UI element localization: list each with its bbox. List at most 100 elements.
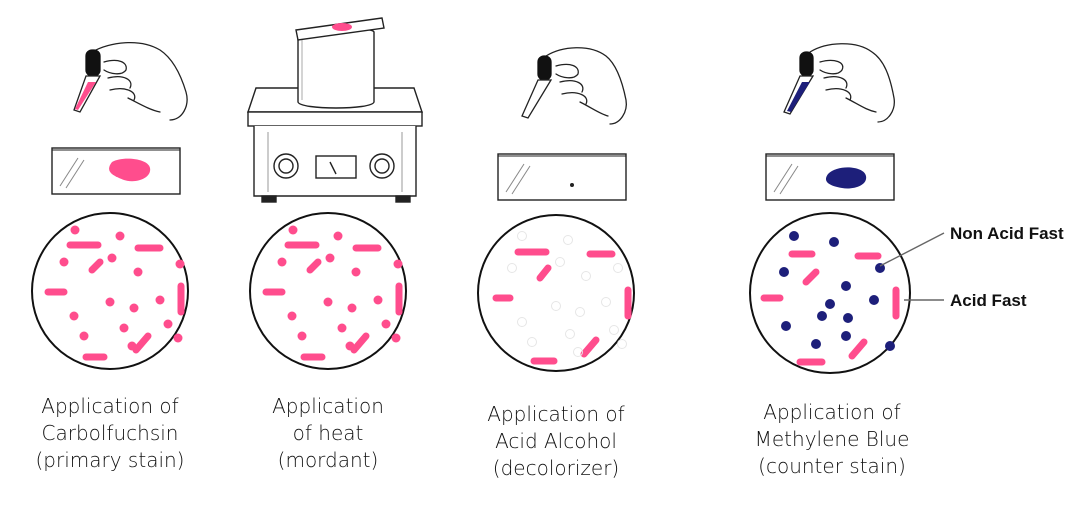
coccus — [163, 319, 173, 329]
coccus — [885, 341, 895, 351]
coccus — [829, 237, 839, 247]
hand-dropper-pink — [73, 41, 188, 121]
decolorized-coccus — [613, 263, 623, 273]
caption-step-2: Application of heat (mordant) — [256, 393, 400, 474]
coccus — [107, 253, 117, 263]
pointer-non-acid-fast — [879, 232, 945, 267]
coccus — [287, 311, 297, 321]
bacillus-rod — [536, 264, 552, 282]
hot-plate — [247, 17, 423, 203]
decolorized-coccus — [517, 317, 527, 327]
coccus — [825, 299, 835, 309]
dropper-liquid-pink — [75, 82, 96, 110]
decolorized-coccus — [517, 231, 527, 241]
coccus — [69, 311, 79, 321]
coccus — [841, 281, 851, 291]
coccus — [129, 303, 139, 313]
decolorized-coccus — [565, 329, 575, 339]
hand-dropper-blue — [783, 43, 895, 123]
caption-line: of heat — [292, 421, 364, 445]
coccus — [297, 331, 307, 341]
coccus — [841, 331, 851, 341]
coccus — [79, 331, 89, 341]
decolorized-coccus — [563, 235, 573, 245]
decolorized-coccus — [555, 257, 565, 267]
coccus — [288, 225, 298, 235]
caption-line: Application of — [763, 400, 901, 424]
decolorized-coccus — [527, 337, 537, 347]
coccus — [155, 295, 165, 305]
microscope-view-3 — [477, 214, 635, 372]
caption-step-4: Application of Methylene Blue (counter s… — [744, 399, 920, 480]
decolorized-coccus — [573, 347, 583, 357]
coccus — [175, 259, 185, 269]
slide-3 — [497, 153, 627, 201]
coccus — [869, 295, 879, 305]
coccus — [59, 257, 69, 267]
caption-line: Carbolfuchsin — [41, 421, 179, 445]
decolorized-coccus — [507, 263, 517, 273]
coccus — [127, 341, 137, 351]
caption-line: Application — [272, 394, 384, 418]
caption-line: (decolorizer) — [492, 456, 620, 480]
bacillus-rod — [848, 338, 868, 360]
caption-line: Acid Alcohol — [495, 429, 617, 453]
coccus — [277, 257, 287, 267]
microscope-view-4 — [749, 212, 911, 374]
decolorized-coccus — [609, 325, 619, 335]
bacillus-rod — [350, 332, 370, 354]
bacillus-rod — [132, 332, 152, 354]
coccus — [875, 263, 885, 273]
coccus — [119, 323, 129, 333]
caption-step-1: Application of Carbolfuchsin (primary st… — [30, 393, 190, 474]
slide-4 — [765, 153, 895, 201]
coccus — [173, 333, 183, 343]
coccus — [373, 295, 383, 305]
caption-step-3: Application of Acid Alcohol (decolorizer… — [476, 401, 636, 482]
stain-smear-pink — [109, 158, 151, 182]
coccus — [70, 225, 80, 235]
coccus — [333, 231, 343, 241]
caption-line: (primary stain) — [35, 448, 185, 472]
coccus — [789, 231, 799, 241]
coccus — [323, 297, 333, 307]
coccus — [381, 319, 391, 329]
bacillus-rod — [580, 336, 600, 358]
coccus — [811, 339, 821, 349]
coccus — [115, 231, 125, 241]
coccus — [351, 267, 361, 277]
bacillus-rod — [88, 258, 104, 274]
label-non-acid-fast: Non Acid Fast — [950, 224, 1064, 243]
coccus — [133, 267, 143, 277]
bacillus-rod — [306, 258, 322, 274]
stain-smear-blue — [825, 167, 867, 189]
decolorized-coccus — [551, 301, 561, 311]
decolorized-coccus — [617, 339, 627, 349]
hand-dropper-clear — [521, 47, 627, 125]
coccus — [325, 253, 335, 263]
coccus — [779, 267, 789, 277]
caption-line: (counter stain) — [758, 454, 906, 478]
coccus — [105, 297, 115, 307]
caption-line: (mordant) — [277, 448, 379, 472]
microscope-view-2 — [249, 212, 407, 370]
coccus — [843, 313, 853, 323]
caption-line: Application of — [487, 402, 625, 426]
slide-on-beaker-smear — [332, 23, 352, 31]
bacillus-rod — [802, 268, 820, 286]
coccus — [345, 341, 355, 351]
decolorized-coccus — [581, 271, 591, 281]
caption-line: Application of — [41, 394, 179, 418]
slide-1 — [51, 147, 181, 195]
coccus — [347, 303, 357, 313]
microscope-view-1 — [31, 212, 189, 370]
caption-line: Methylene Blue — [754, 427, 910, 451]
coccus — [817, 311, 827, 321]
coccus — [391, 333, 401, 343]
coccus — [337, 323, 347, 333]
coccus — [393, 259, 403, 269]
label-acid-fast: Acid Fast — [950, 291, 1027, 310]
decolorized-coccus — [575, 307, 585, 317]
coccus — [781, 321, 791, 331]
